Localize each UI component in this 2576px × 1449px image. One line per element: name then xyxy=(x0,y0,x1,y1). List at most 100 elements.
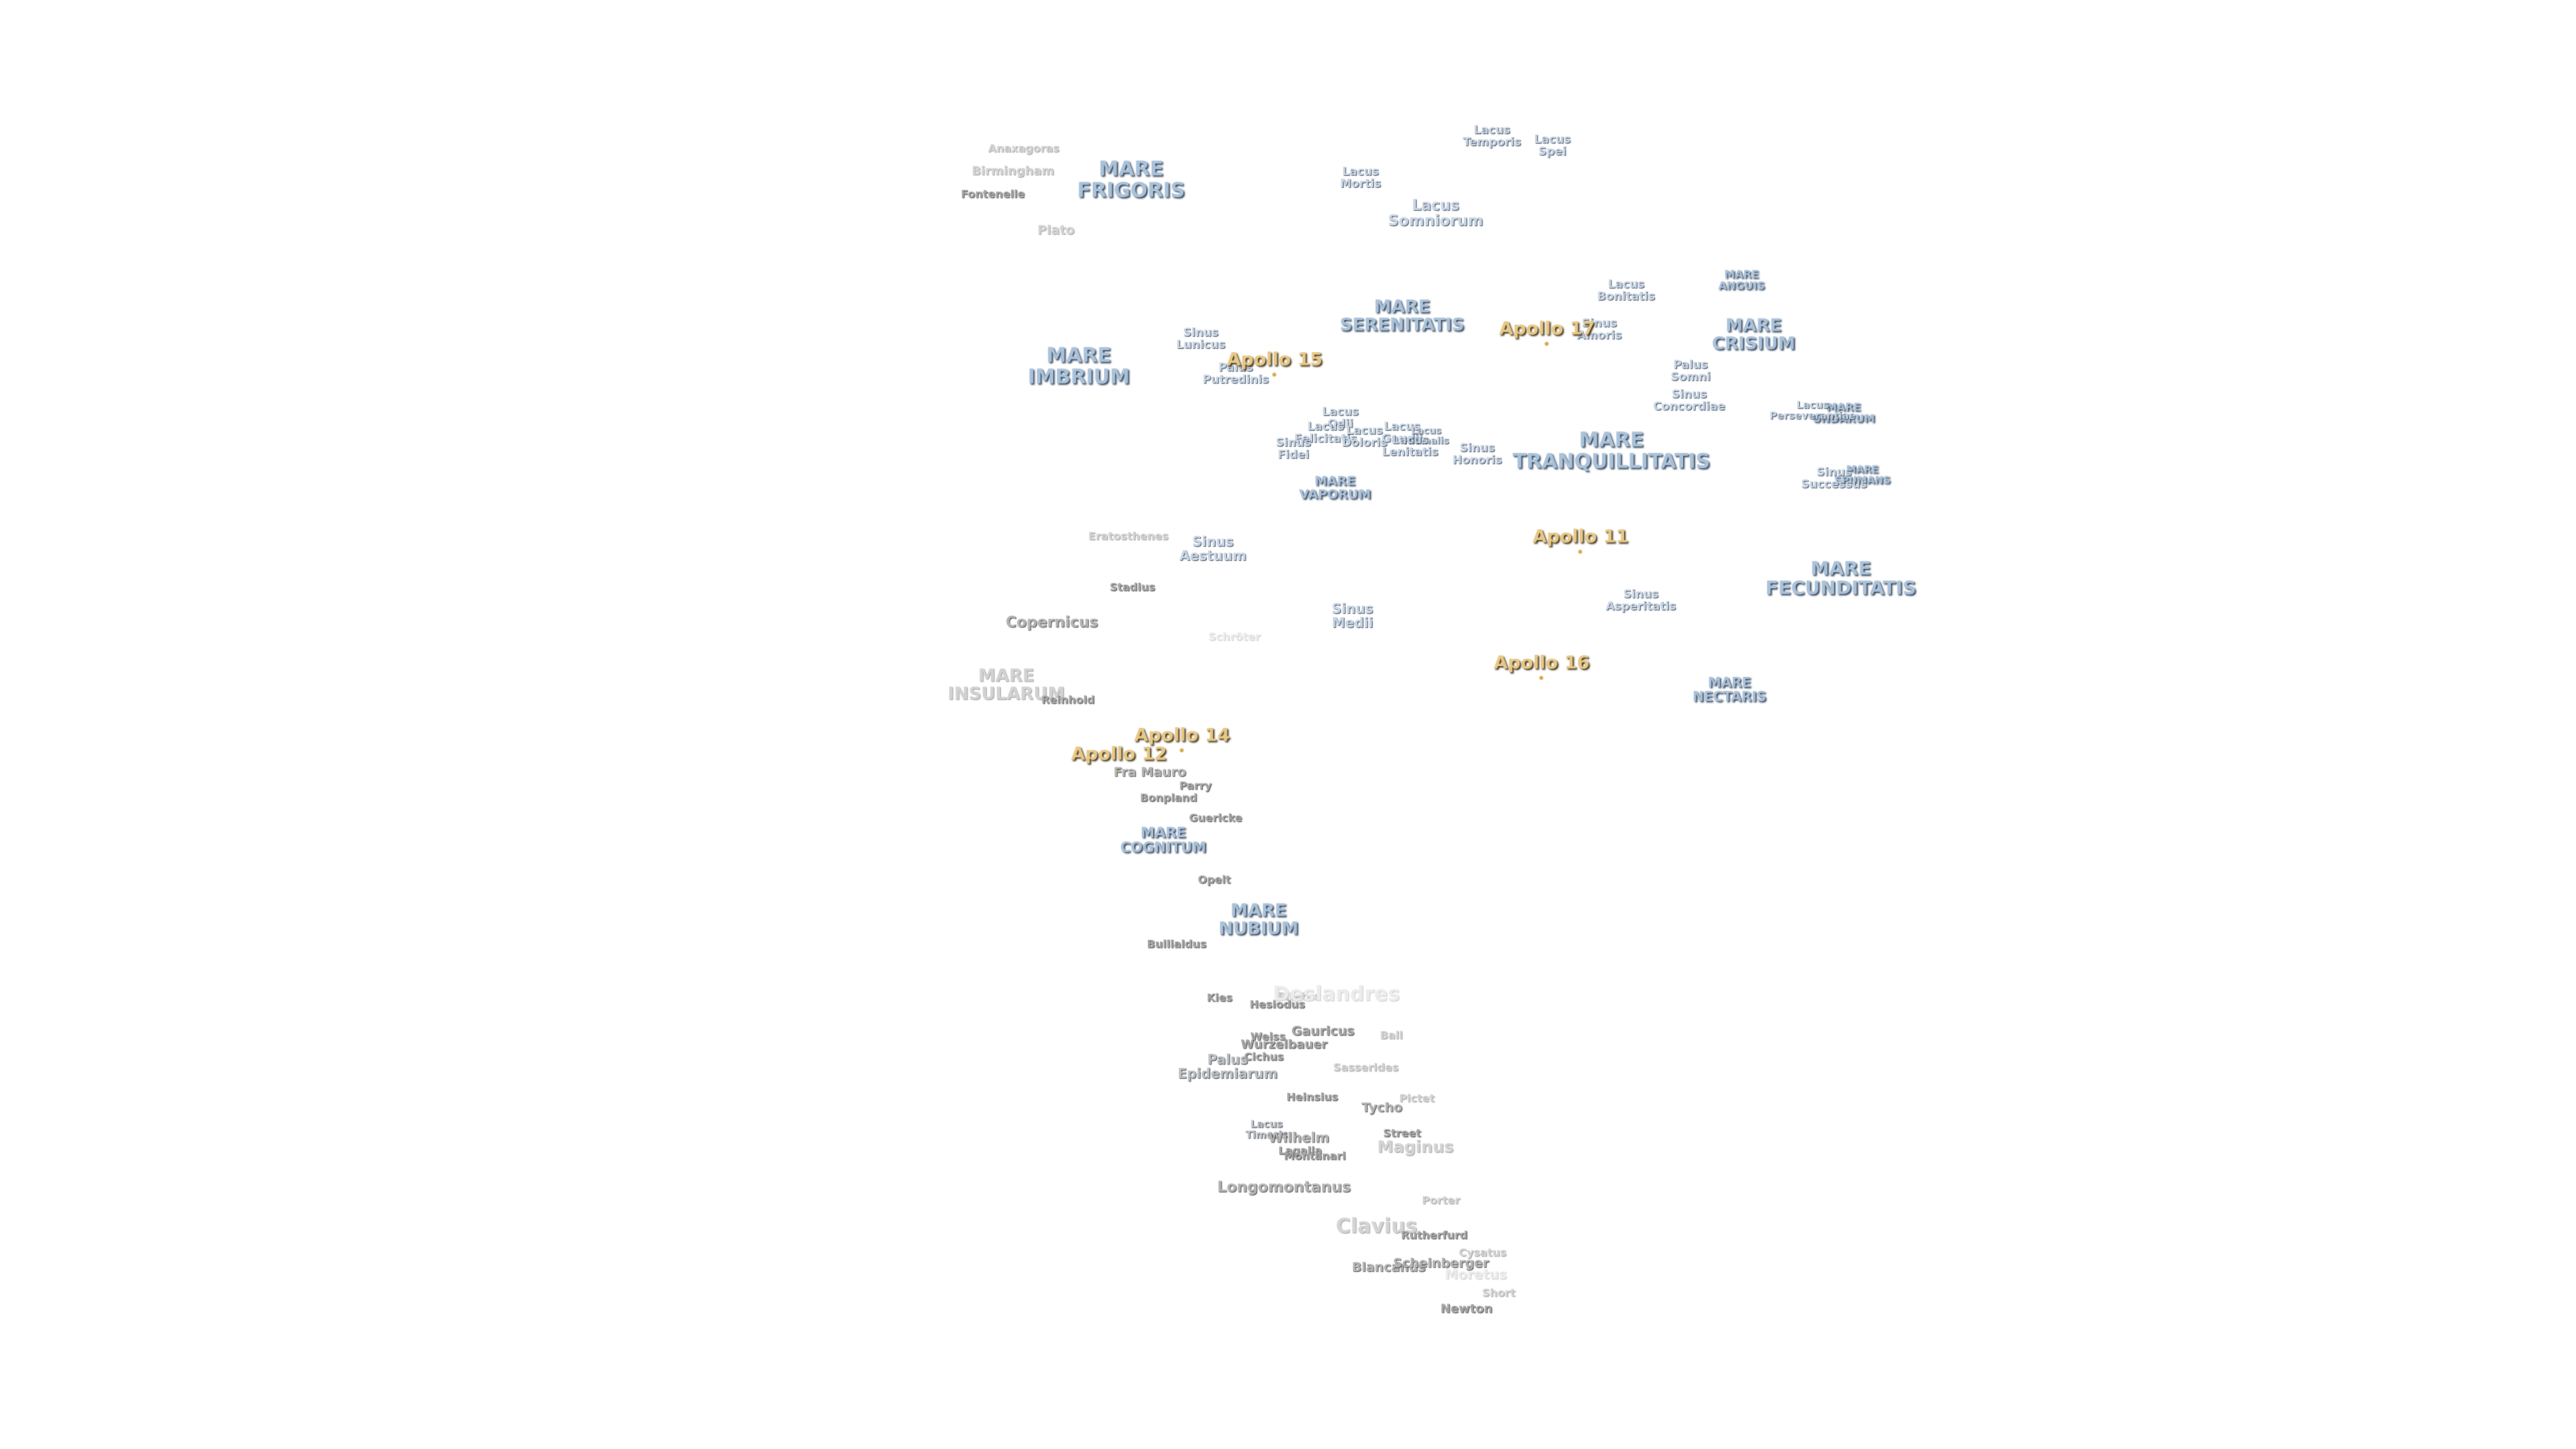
crater-reinhold-label: Reinhold xyxy=(1041,693,1095,706)
crater-rutherfurd-label: Rutherfurd xyxy=(1401,1228,1468,1242)
apollo-14-landing-site: Apollo 14 xyxy=(1134,707,1230,771)
apollo-17-landing-site: Apollo 17 xyxy=(1499,301,1595,364)
crater-parry-label: Parry xyxy=(1179,779,1212,792)
crater-maginus-label: Maginus xyxy=(1377,1137,1454,1157)
mare-crisium-label: MARE CRISIUM xyxy=(1711,315,1796,354)
mare-anguis-label: MARE ANGUIS xyxy=(1718,268,1765,292)
mare-cognitum-label: MARE COGNITUM xyxy=(1120,824,1207,855)
sinus-concordiae-label: Sinus Concordiae xyxy=(1653,388,1725,413)
lacus-somniorum-label: Lacus Somniorum xyxy=(1388,197,1483,229)
mare-insularum-label: MARE INSULARUM xyxy=(947,665,1065,704)
crater-fra-mauro-label: Fra Mauro xyxy=(1113,765,1187,780)
crater-pictet-label: Pictet xyxy=(1399,1091,1435,1105)
crater-anaxagoras-label: Anaxagoras xyxy=(987,142,1060,155)
lacus-hiemalis-label: Lacus Hiemalis xyxy=(1403,425,1449,446)
crater-hesiodus-label: Hesiodus xyxy=(1249,998,1305,1011)
lacus-gaudii-label: Lacus Gaudii xyxy=(1381,420,1423,445)
crater-cysatus-label: Cysatus xyxy=(1458,1246,1507,1259)
crater-opelt-label: Opelt xyxy=(1197,873,1231,886)
apollo-14-label: Apollo 14 xyxy=(1134,724,1230,746)
crater-tycho-label: Tycho xyxy=(1361,1100,1403,1116)
crater-bonpland-label: Bonpland xyxy=(1140,791,1197,804)
apollo-12-landing-site: Apollo 12 xyxy=(1071,726,1167,790)
crater-stadius-label: Stadius xyxy=(1110,580,1155,594)
lacus-mortis-label: Lacus Mortis xyxy=(1340,165,1381,191)
crater-guericke-label: Guericke xyxy=(1189,811,1242,824)
mare-undarum-label: MARE UNDARUM xyxy=(1812,400,1875,425)
lacus-timoris-label: Lacus Timoris xyxy=(1245,1118,1288,1140)
sinus-amoris-label: Sinus Amoris xyxy=(1576,317,1622,342)
crater-sasserides-label: Sasserides xyxy=(1333,1061,1399,1074)
landing-marker-icon xyxy=(1117,767,1121,771)
landing-marker-icon xyxy=(1540,676,1544,680)
crater-wurzelbauer-label: Wurzelbauer xyxy=(1240,1037,1328,1052)
mare-nectaris-label: MARE NECTARIS xyxy=(1693,674,1766,704)
landing-marker-icon xyxy=(1545,341,1549,346)
mare-nubium-label: MARE NUBIUM xyxy=(1218,900,1299,939)
mare-vaporum-label: MARE VAPORUM xyxy=(1299,474,1371,502)
lacus-perseverantiae-label: Lacus Perseverantiae xyxy=(1769,398,1856,421)
crater-fontenelle-label: Fontenelle xyxy=(961,187,1025,201)
crater-scheinberger-label: Scheinberger xyxy=(1393,1256,1489,1271)
crater-longomontanus-label: Longomontanus xyxy=(1217,1179,1351,1196)
crater-kies-label: Kies xyxy=(1206,991,1233,1004)
sinus-aestuum-label: Sinus Aestuum xyxy=(1179,533,1246,564)
crater-pitatus-label: Pitatus xyxy=(1277,989,1321,1003)
landing-marker-icon xyxy=(1578,549,1582,554)
crater-porter-label: Porter xyxy=(1421,1193,1460,1207)
crater-wilhelm-label: Wilhelm xyxy=(1268,1129,1330,1146)
landing-marker-icon xyxy=(1273,372,1277,377)
crater-schroter-label: Schröter xyxy=(1208,630,1260,643)
crater-montanari-label: Montanari xyxy=(1283,1149,1346,1163)
apollo-16-label: Apollo 16 xyxy=(1493,652,1590,674)
crater-newton-label: Newton xyxy=(1440,1301,1493,1316)
palus-somni-label: Palus Somni xyxy=(1670,358,1711,384)
sinus-medii-label: Sinus Medii xyxy=(1332,600,1373,631)
crater-moretus-label: Moretus xyxy=(1444,1266,1507,1283)
apollo-15-label: Apollo 15 xyxy=(1226,349,1323,370)
mare-fecunditatis-label: MARE FECUNDITATIS xyxy=(1765,557,1917,599)
lacus-odii-label: Lacus Odii xyxy=(1322,405,1359,431)
crater-street-label: Street xyxy=(1383,1126,1421,1140)
sinus-successus-label: Sinus Successus xyxy=(1801,466,1868,491)
mare-frigoris-label: MARE FRIGORIS xyxy=(1077,157,1185,202)
sinus-lunicus-label: Sinus Lunicus xyxy=(1176,326,1226,352)
crater-clavius-label: Clavius xyxy=(1336,1214,1417,1238)
apollo-11-label: Apollo 11 xyxy=(1532,526,1629,547)
lacus-doloris-label: Lacus Doloris xyxy=(1342,424,1387,449)
crater-cichus-label: Cichus xyxy=(1244,1050,1284,1063)
crater-gauricus-label: Gauricus xyxy=(1291,1024,1354,1039)
crater-ball-label: Ball xyxy=(1380,1028,1403,1042)
apollo-15-landing-site: Apollo 15 xyxy=(1226,331,1323,395)
crater-heinsius-label: Heinsius xyxy=(1286,1090,1338,1104)
crater-weiss-label: Weiss xyxy=(1250,1030,1286,1043)
palus-epidemiarum-label: Palus Epidemiarum xyxy=(1177,1051,1278,1081)
apollo-11-landing-site: Apollo 11 xyxy=(1532,508,1629,572)
mare-serenitatis-label: MARE SERENITATIS xyxy=(1340,297,1464,335)
lacus-spei-label: Lacus Spei xyxy=(1534,133,1571,158)
crater-lagalla-label: Lagalla xyxy=(1278,1144,1322,1157)
apollo-17-label: Apollo 17 xyxy=(1499,318,1595,339)
mare-tranquillitatis-label: MARE TRANQUILLITATIS xyxy=(1512,428,1711,473)
sinus-asperitatis-label: Sinus Asperitatis xyxy=(1605,588,1676,613)
mare-imbrium-label: MARE IMBRIUM xyxy=(1027,343,1130,388)
apollo-16-landing-site: Apollo 16 xyxy=(1493,635,1590,698)
crater-short-label: Short xyxy=(1482,1286,1515,1299)
crater-blancanus-label: Blancanus xyxy=(1352,1260,1426,1275)
sinus-honoris-label: Sinus Honoris xyxy=(1452,441,1503,467)
crater-copernicus-label: Copernicus xyxy=(1006,614,1098,631)
crater-eratosthenes-label: Eratosthenes xyxy=(1088,529,1169,543)
lacus-temporis-label: Lacus Temporis xyxy=(1462,123,1521,149)
crater-deslandres-label: Deslandres xyxy=(1273,982,1400,1006)
mare-spumans-label: MARE SPUMANS xyxy=(1834,463,1890,486)
lacus-bonitatis-label: Lacus Bonitatis xyxy=(1597,278,1656,303)
palus-putredinis-label: Palus Putredinis xyxy=(1202,361,1269,386)
crater-birmingham-label: Birmingham xyxy=(971,164,1055,178)
apollo-12-label: Apollo 12 xyxy=(1071,743,1167,765)
crater-plato-label: Plato xyxy=(1037,223,1075,238)
landing-marker-icon xyxy=(1180,748,1184,753)
crater-bullialdus-label: Bullialdus xyxy=(1146,937,1207,951)
sinus-fidei-label: Sinus Fidei xyxy=(1275,436,1311,462)
lacus-lenitatis-label: Lacus Lenitatis xyxy=(1382,433,1438,459)
